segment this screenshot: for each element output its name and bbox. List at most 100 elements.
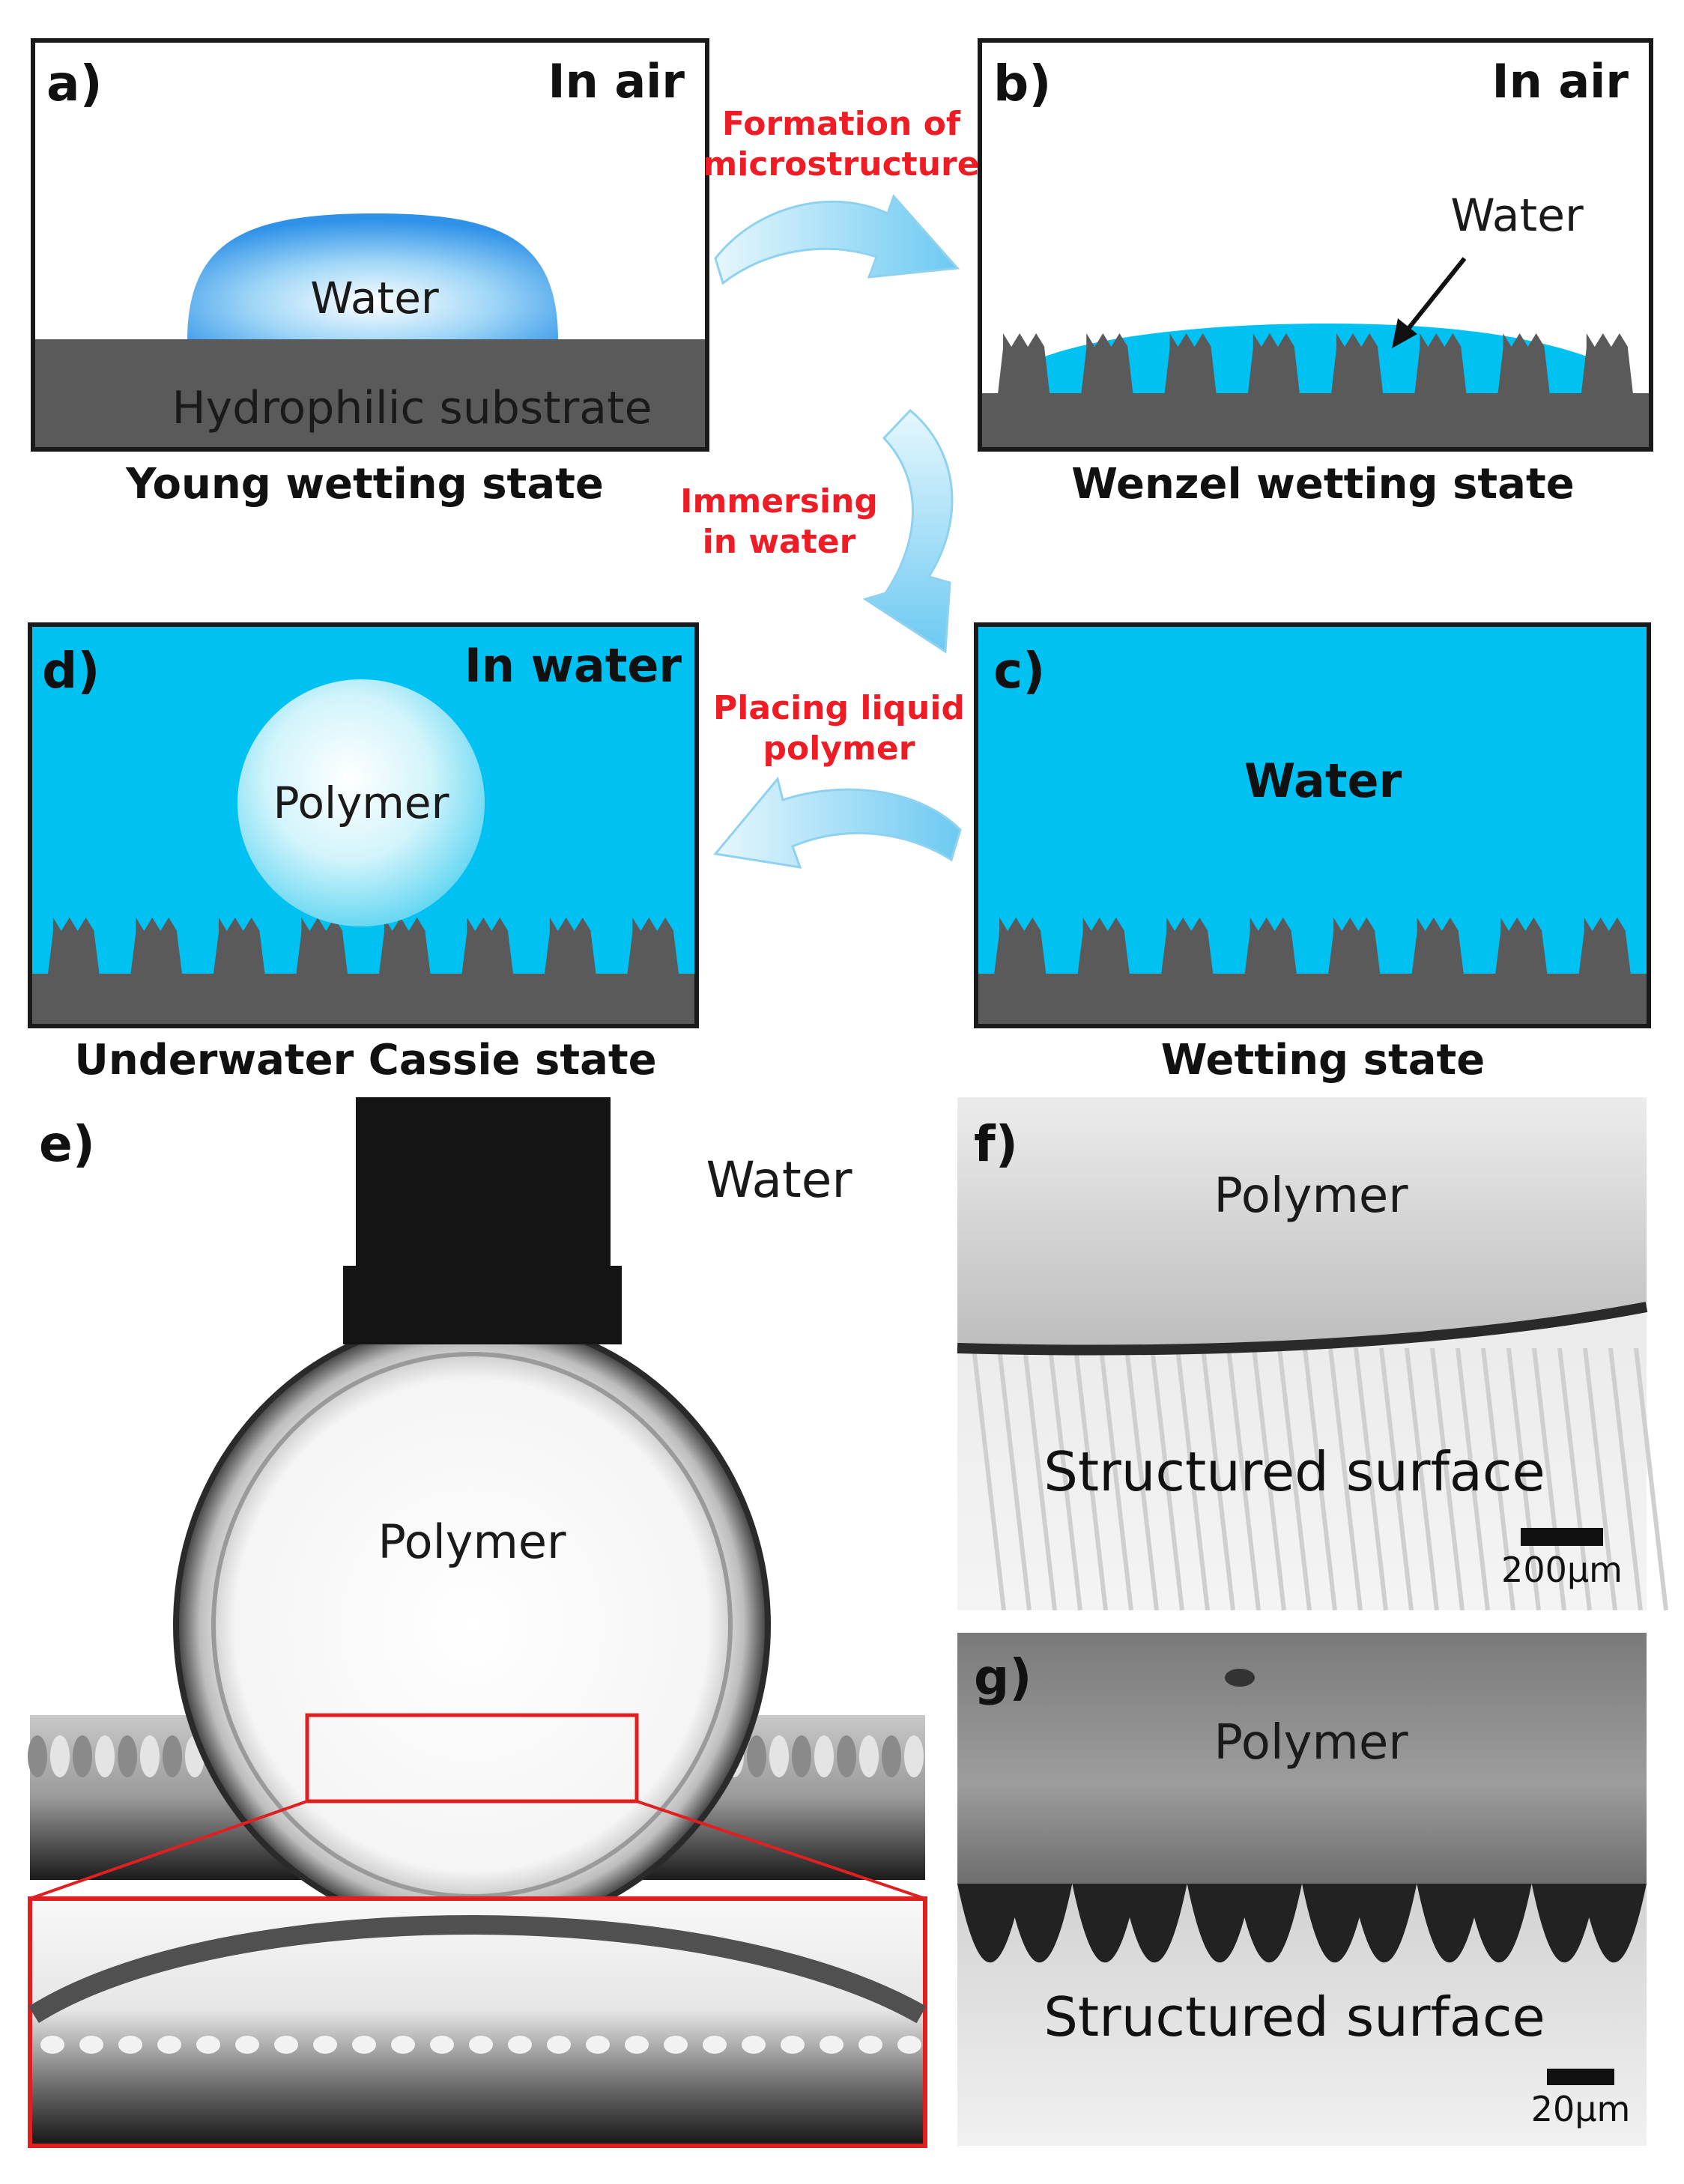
panel-g-surface-ridges <box>957 1884 1647 1963</box>
panel-b: b) In air Water Wenzel wetting state <box>978 38 1653 509</box>
panel-f-streak <box>1634 1347 1668 1611</box>
panel-f-streak <box>1226 1347 1261 1611</box>
panel-d-environment: In water <box>464 638 682 693</box>
panel-e-contact-point <box>781 2036 805 2054</box>
panel-f-streak <box>1430 1347 1465 1611</box>
arrow-a-to-b <box>714 194 960 285</box>
panel-f-streak <box>1532 1347 1566 1611</box>
panel-b-water-label: Water <box>1450 189 1584 242</box>
panel-e-texture-bump <box>814 1735 834 1777</box>
panel-e-contact-point <box>820 2036 843 2054</box>
arrow-c-to-d <box>713 776 962 869</box>
panel-e-contact-point <box>157 2036 181 2054</box>
panel-f-streak <box>1277 1347 1312 1611</box>
panel-g-scale-label: 20μm <box>1531 2089 1631 2129</box>
arrow-b-to-c <box>862 408 954 654</box>
panel-e-texture-bump <box>140 1735 160 1777</box>
panel-c-substrate <box>978 917 1647 1024</box>
panel-e-texture-bump <box>769 1735 789 1777</box>
panel-e-zoom-line-right <box>636 1800 926 1900</box>
panel-f-streak <box>1405 1347 1439 1611</box>
panel-e-contact-point <box>235 2036 259 2054</box>
panel-d-letter: d) <box>42 642 100 700</box>
panel-e-contact-point <box>664 2036 688 2054</box>
panel-f-streak <box>1175 1347 1210 1611</box>
panel-f-streak <box>1150 1347 1184 1611</box>
panel-e-texture-bump <box>73 1735 92 1777</box>
panel-f-streak <box>1201 1347 1235 1611</box>
panel-e-needle <box>356 1097 611 1288</box>
panel-e-water-label: Water <box>706 1151 852 1209</box>
panel-c-water-label: Water <box>1244 753 1402 808</box>
panel-b-pointer-arrow <box>1402 257 1467 335</box>
panel-f-polymer-region <box>957 1097 1647 1350</box>
panel-d-caption: Underwater Cassie state <box>74 1036 656 1085</box>
panel-f-streak <box>1124 1347 1159 1611</box>
panel-a-substrate-label: Hydrophilic substrate <box>172 382 652 434</box>
panel-e-contact-point <box>625 2036 649 2054</box>
panel-b-environment: In air <box>1492 54 1629 109</box>
panel-e-contact-point <box>547 2036 571 2054</box>
panel-d: d) In water Polymer Underwater Cassie st… <box>28 622 699 1085</box>
panel-f: f) Polymer Structured surface 200μm <box>957 1097 1668 1611</box>
panel-e-contact-point <box>274 2036 298 2054</box>
panel-f-streak <box>1608 1347 1643 1611</box>
transition-a-to-b: Formation of microstructure <box>703 105 980 285</box>
panel-f-streak <box>1073 1347 1108 1611</box>
panel-e-zoom-drop-edge <box>28 1915 927 2024</box>
transition-c-to-d-line1: Placing liquid <box>713 689 965 727</box>
panel-e-needle-tip <box>343 1266 622 1344</box>
panel-e-contact-point <box>858 2036 882 2054</box>
panel-e-contact-point <box>118 2036 142 2054</box>
panel-f-streak <box>1506 1347 1541 1611</box>
panel-a-environment: In air <box>548 54 685 109</box>
panel-f-scale-bar <box>1521 1528 1603 1546</box>
panel-c-frame <box>974 622 1651 1028</box>
panel-e-zoom-box <box>305 1713 639 1804</box>
panel-b-caption: Wenzel wetting state <box>1071 460 1574 509</box>
panel-f-surface-label: Structured surface <box>1044 1440 1545 1503</box>
panel-e-contact-point <box>742 2036 766 2054</box>
panel-e-contact-point <box>586 2036 610 2054</box>
panel-f-streak <box>1354 1347 1388 1611</box>
panel-e: e) Water Polymer <box>28 1097 927 2148</box>
panel-f-streak <box>1456 1347 1490 1611</box>
panel-c-caption: Wetting state <box>1161 1036 1485 1085</box>
panel-a-drop-label: Water <box>310 273 439 324</box>
panel-b-substrate <box>982 333 1649 447</box>
panel-f-streak <box>1303 1347 1337 1611</box>
panel-e-zoom-inset <box>28 1896 927 2148</box>
panel-f-streak <box>1557 1347 1592 1611</box>
panel-e-contact-point <box>469 2036 493 2054</box>
transition-b-to-c: Immersing in water <box>680 408 954 654</box>
panel-e-polymer-drop <box>173 1315 771 1935</box>
panel-f-streak <box>1048 1347 1082 1611</box>
panel-e-texture-bump <box>163 1735 182 1777</box>
panel-g-scale-bar <box>1547 2069 1614 2085</box>
transition-b-to-c-line1: Immersing <box>680 482 878 521</box>
transition-b-to-c-line2: in water <box>703 523 856 561</box>
panel-e-contact-point <box>430 2036 454 2054</box>
panel-f-streak <box>1099 1347 1133 1611</box>
panel-f-streak <box>972 1347 1006 1611</box>
panel-d-polymer-sphere <box>237 679 485 926</box>
panel-e-contact-point <box>897 2036 921 2054</box>
panel-f-polymer-label: Polymer <box>1214 1168 1408 1224</box>
panel-d-substrate <box>32 917 694 1024</box>
panel-e-contact-point <box>196 2036 220 2054</box>
panel-g-particle <box>1225 1669 1255 1687</box>
panel-e-texture-bump <box>792 1735 811 1777</box>
panel-f-streak <box>1023 1347 1057 1611</box>
panel-e-texture-bump <box>837 1735 856 1777</box>
panel-f-surface-streaks <box>972 1347 1668 1611</box>
panel-f-letter: f) <box>974 1115 1018 1173</box>
panel-a-substrate <box>35 339 705 447</box>
transition-c-to-d-line2: polymer <box>763 729 915 768</box>
panel-f-streak <box>1252 1347 1286 1611</box>
panel-e-contact-point <box>352 2036 376 2054</box>
panel-f-interface <box>957 1302 1648 1356</box>
panel-e-texture-bump <box>747 1735 766 1777</box>
panel-e-contact-point <box>313 2036 337 2054</box>
panel-a-letter: a) <box>46 55 103 112</box>
